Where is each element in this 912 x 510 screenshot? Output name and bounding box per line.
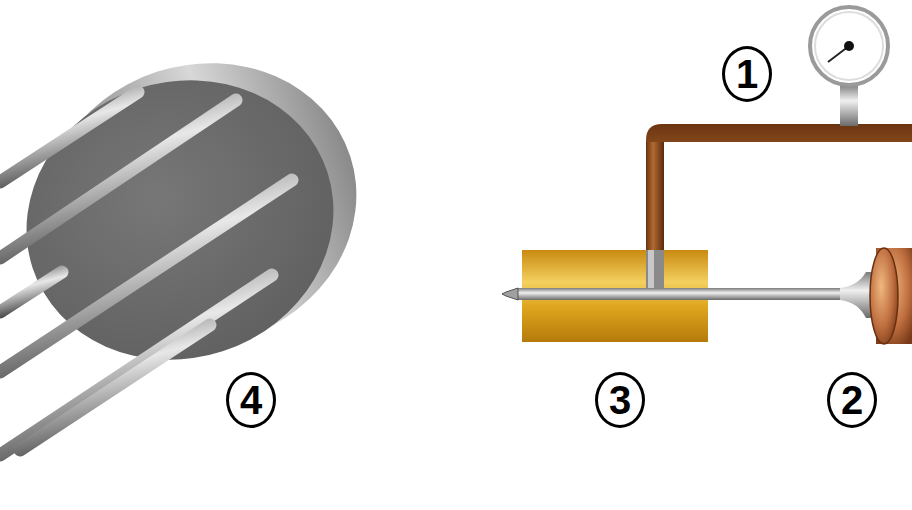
callout-number: 3	[595, 372, 645, 428]
needle-probe	[502, 272, 876, 318]
pressure-gauge	[810, 7, 888, 126]
callout-number: 2	[827, 372, 877, 428]
callout-number: 4	[226, 372, 276, 428]
callout-number: 1	[722, 46, 772, 102]
copper-handle	[870, 248, 912, 344]
sensor-pins	[0, 92, 292, 455]
pressure-pipe	[646, 124, 912, 258]
sensor-body	[0, 23, 394, 399]
